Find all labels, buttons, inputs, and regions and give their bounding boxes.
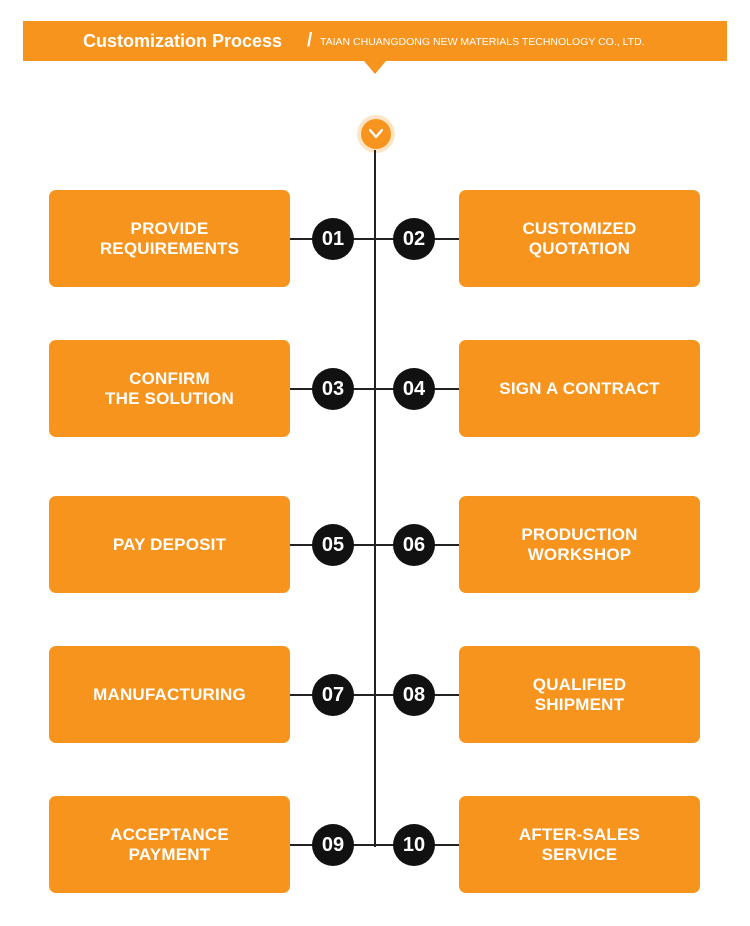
- step-number-badge: 02: [393, 218, 435, 260]
- header-banner: Customization Process / TAIAN CHUANGDONG…: [23, 21, 727, 61]
- title-separator: /: [307, 30, 313, 51]
- step-number-badge: 08: [393, 674, 435, 716]
- step-number-badge: 07: [312, 674, 354, 716]
- step-label: SIGN A CONTRACT: [499, 378, 660, 398]
- step-number-badge: 10: [393, 824, 435, 866]
- step-08-box: QUALIFIED SHIPMENT: [459, 646, 700, 743]
- step-number-badge: 06: [393, 524, 435, 566]
- banner-pointer: [364, 61, 386, 74]
- step-label: AFTER-SALES SERVICE: [518, 824, 641, 864]
- step-07-box: MANUFACTURING: [49, 646, 290, 743]
- step-03-box: CONFIRM THE SOLUTION: [49, 340, 290, 437]
- step-06-box: PRODUCTION WORKSHOP: [459, 496, 700, 593]
- company-name: TAIAN CHUANGDONG NEW MATERIALS TECHNOLOG…: [320, 36, 645, 48]
- step-10-box: AFTER-SALES SERVICE: [459, 796, 700, 893]
- step-label: MANUFACTURING: [93, 684, 246, 704]
- step-label: PAY DEPOSIT: [112, 534, 227, 554]
- step-label: CUSTOMIZED QUOTATION: [522, 218, 637, 258]
- step-04-box: SIGN A CONTRACT: [459, 340, 700, 437]
- step-number-badge: 01: [312, 218, 354, 260]
- chevron-down-icon: [369, 128, 383, 139]
- step-02-box: CUSTOMIZED QUOTATION: [459, 190, 700, 287]
- timeline-spine: [374, 150, 376, 847]
- step-09-box: ACCEPTANCE PAYMENT: [49, 796, 290, 893]
- step-label: QUALIFIED SHIPMENT: [532, 674, 627, 714]
- step-number-badge: 09: [312, 824, 354, 866]
- page-title: Customization Process: [83, 31, 283, 51]
- step-label: CONFIRM THE SOLUTION: [105, 368, 234, 408]
- start-badge: [357, 115, 395, 153]
- step-number-badge: 03: [312, 368, 354, 410]
- step-05-box: PAY DEPOSIT: [49, 496, 290, 593]
- step-01-box: PROVIDE REQUIREMENTS: [49, 190, 290, 287]
- step-number-badge: 04: [393, 368, 435, 410]
- step-label: PROVIDE REQUIREMENTS: [99, 218, 240, 258]
- step-number-badge: 05: [312, 524, 354, 566]
- step-label: PRODUCTION WORKSHOP: [521, 524, 638, 564]
- step-label: ACCEPTANCE PAYMENT: [110, 824, 229, 864]
